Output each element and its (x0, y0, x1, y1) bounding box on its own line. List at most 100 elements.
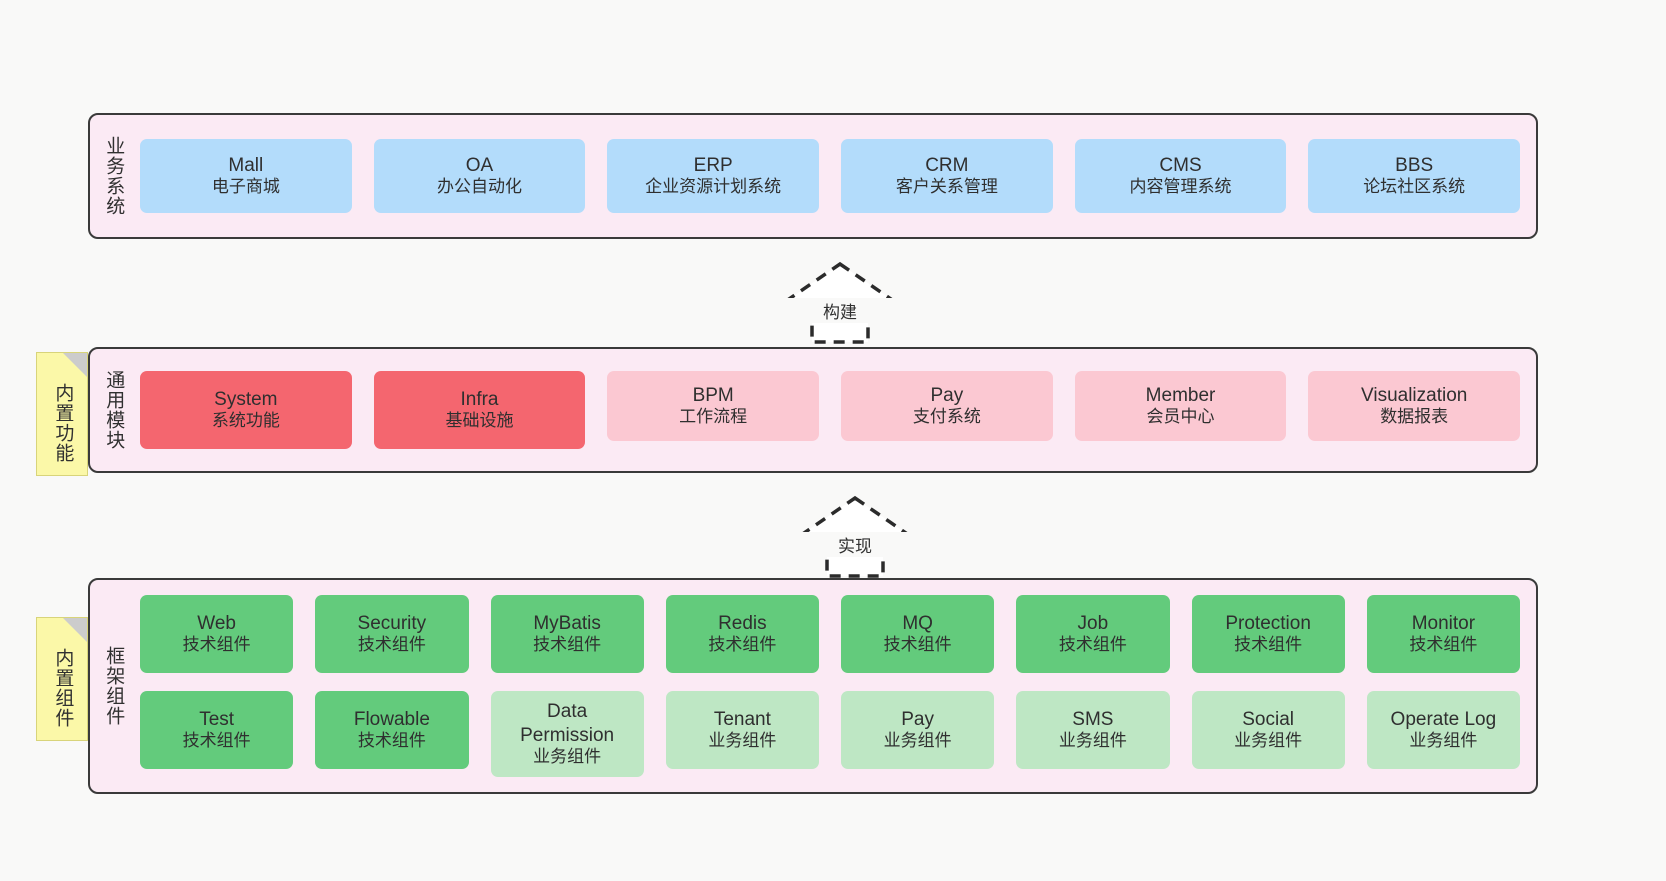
card-security[interactable]: Security 技术组件 (315, 595, 469, 673)
card-title: Pay (930, 385, 964, 407)
card-test[interactable]: Test 技术组件 (140, 691, 294, 769)
note-builtin-features: 内置功能 (36, 352, 88, 476)
card-subtitle: 技术组件 (1234, 635, 1303, 655)
card-subtitle: 技术组件 (182, 731, 251, 751)
card-subtitle: 技术组件 (357, 731, 426, 751)
card-subtitle: 业务组件 (533, 746, 602, 766)
card-oa[interactable]: OA 办公自动化 (373, 139, 586, 213)
card-subtitle: 论坛社区系统 (1363, 177, 1466, 197)
card-title: Data Permission (520, 701, 615, 746)
card-subtitle: 客户关系管理 (895, 177, 998, 197)
card-cms[interactable]: CMS 内容管理系统 (1074, 139, 1287, 213)
layer-framework-components: 框架组件 Web 技术组件 Security 技术组件 MyBatis 技术组件… (88, 578, 1538, 794)
card-job[interactable]: Job 技术组件 (1016, 595, 1170, 673)
layer-label-common-modules: 通用模块 (103, 370, 125, 450)
card-row: Web 技术组件 Security 技术组件 MyBatis 技术组件 Redi… (140, 595, 1520, 673)
layer-common-modules: 通用模块 System 系统功能 Infra 基础设施 BPM 工作流程 Pay… (88, 347, 1538, 473)
card-subtitle: 内容管理系统 (1129, 177, 1232, 197)
card-monitor[interactable]: Monitor 技术组件 (1366, 595, 1520, 673)
card-title: Pay (901, 709, 934, 731)
card-title: Flowable (353, 709, 430, 731)
card-subtitle: 技术组件 (883, 635, 952, 655)
card-social[interactable]: Social 业务组件 (1191, 691, 1345, 769)
card-infra[interactable]: Infra 基础设施 (373, 371, 586, 449)
card-subtitle: 技术组件 (182, 635, 251, 655)
card-subtitle: 业务组件 (1058, 731, 1127, 751)
card-subtitle: 技术组件 (1058, 635, 1127, 655)
card-title: Test (199, 709, 235, 731)
card-title: OA (465, 155, 494, 177)
card-title: CRM (925, 155, 969, 177)
card-redis[interactable]: Redis 技术组件 (665, 595, 819, 673)
card-tenant[interactable]: Tenant 业务组件 (665, 691, 819, 769)
card-subtitle: 电子商城 (211, 177, 280, 197)
connector-label-build: 构建 (760, 298, 920, 323)
card-title: Protection (1225, 613, 1311, 635)
card-subtitle: 基础设施 (445, 411, 514, 431)
card-subtitle: 技术组件 (533, 635, 602, 655)
card-subtitle: 技术组件 (1409, 635, 1478, 655)
card-crm[interactable]: CRM 客户关系管理 (841, 139, 1053, 213)
card-data-permission[interactable]: Data Permission 业务组件 (490, 691, 644, 777)
card-title: Operate Log (1390, 709, 1497, 731)
card-row: Test 技术组件 Flowable 技术组件 Data Permission … (140, 691, 1520, 777)
card-subtitle: 业务组件 (1234, 731, 1303, 751)
card-title: MQ (902, 613, 933, 635)
card-pay-component[interactable]: Pay 业务组件 (841, 691, 995, 769)
layer-business-systems: 业务系统 Mall 电子商城 OA 办公自动化 ERP 企业资源计划系统 CRM… (88, 113, 1538, 239)
connector-label-implement: 实现 (775, 532, 935, 557)
card-member[interactable]: Member 会员中心 (1074, 371, 1287, 441)
card-title: Mall (228, 155, 264, 177)
card-flowable[interactable]: Flowable 技术组件 (315, 691, 469, 769)
card-mybatis[interactable]: MyBatis 技术组件 (490, 595, 644, 673)
layer-body-framework-components: Web 技术组件 Security 技术组件 MyBatis 技术组件 Redi… (136, 580, 1536, 792)
card-title: Redis (718, 613, 767, 635)
card-title: CMS (1159, 155, 1202, 177)
card-subtitle: 技术组件 (708, 635, 777, 655)
card-title: Tenant (713, 709, 771, 731)
card-mq[interactable]: MQ 技术组件 (841, 595, 995, 673)
card-title: BBS (1395, 155, 1434, 177)
card-subtitle: 会员中心 (1146, 407, 1215, 427)
card-title: BPM (692, 385, 734, 407)
card-title: Member (1145, 385, 1216, 407)
card-subtitle: 工作流程 (679, 407, 748, 427)
card-title: Social (1242, 709, 1294, 731)
card-subtitle: 技术组件 (357, 635, 426, 655)
card-system[interactable]: System 系统功能 (140, 371, 352, 449)
layer-label-business-systems: 业务系统 (103, 136, 125, 216)
card-title: ERP (693, 155, 733, 177)
note-label: 内置功能 (52, 383, 74, 463)
layer-body-business-systems: Mall 电子商城 OA 办公自动化 ERP 企业资源计划系统 CRM 客户关系… (136, 115, 1536, 237)
card-title: SMS (1072, 709, 1114, 731)
card-subtitle: 办公自动化 (437, 177, 522, 197)
card-title: System (214, 389, 278, 411)
card-title: Visualization (1361, 385, 1468, 407)
card-bbs[interactable]: BBS 论坛社区系统 (1308, 139, 1521, 213)
card-protection[interactable]: Protection 技术组件 (1191, 595, 1345, 673)
card-title: Security (357, 613, 427, 635)
connector-build: 构建 (760, 258, 920, 344)
card-subtitle: 业务组件 (1409, 731, 1478, 751)
layer-label-framework-components: 框架组件 (103, 646, 125, 726)
card-subtitle: 业务组件 (708, 731, 777, 751)
card-title: Monitor (1411, 613, 1476, 635)
card-bpm[interactable]: BPM 工作流程 (607, 371, 820, 441)
card-sms[interactable]: SMS 业务组件 (1016, 691, 1170, 769)
card-subtitle: 企业资源计划系统 (645, 177, 782, 197)
card-erp[interactable]: ERP 企业资源计划系统 (607, 139, 820, 213)
card-title: MyBatis (533, 613, 601, 635)
card-subtitle: 系统功能 (211, 411, 280, 431)
card-web[interactable]: Web 技术组件 (140, 595, 294, 673)
card-visualization[interactable]: Visualization 数据报表 (1308, 371, 1521, 441)
card-mall[interactable]: Mall 电子商城 (140, 139, 352, 213)
connector-implement: 实现 (775, 492, 935, 578)
card-pay[interactable]: Pay 支付系统 (841, 371, 1053, 441)
note-label: 内置组件 (52, 648, 74, 728)
card-subtitle: 支付系统 (912, 407, 981, 427)
card-operate-log[interactable]: Operate Log 业务组件 (1366, 691, 1520, 769)
layer-body-common-modules: System 系统功能 Infra 基础设施 BPM 工作流程 Pay 支付系统… (136, 349, 1536, 471)
card-title: Infra (460, 389, 499, 411)
card-title: Job (1077, 613, 1109, 635)
